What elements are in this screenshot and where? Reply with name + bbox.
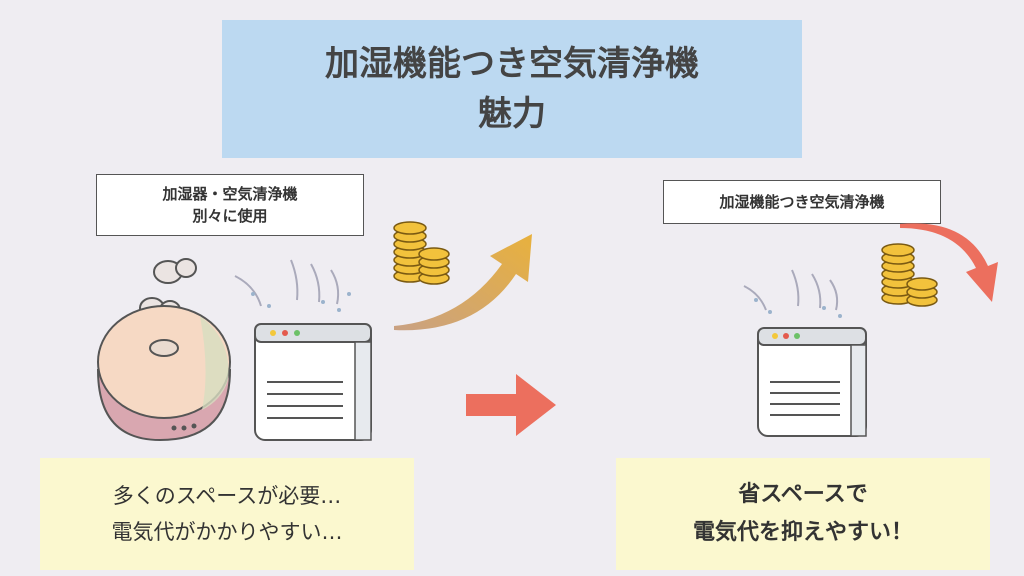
right-note-line-2: 電気代を抑えやすい！	[692, 520, 913, 545]
right-note-line-1: 省スペースで	[738, 482, 868, 507]
left-note-line-1: 多くのスペースが必要…	[112, 484, 342, 508]
right-arrow-icon	[466, 374, 556, 436]
left-label-line-1: 加湿器・空気清浄機	[162, 185, 298, 203]
left-note-line-2: 電気代がかかりやすい…	[111, 520, 343, 544]
humidifier-icon	[96, 258, 232, 442]
right-label-text: 加湿機能つき空気清浄機	[719, 193, 885, 211]
left-label-box: 加湿器・空気清浄機 別々に使用	[96, 174, 364, 236]
title-banner: 加湿機能つき空気清浄機 魅力	[222, 20, 802, 158]
right-note-box: 省スペースで 電気代を抑えやすい！	[616, 458, 990, 570]
right-label-box: 加湿機能つき空気清浄機	[663, 180, 941, 224]
title-line-1: 加湿機能つき空気清浄機	[325, 44, 699, 84]
air-purifier-icon	[234, 259, 372, 441]
coin-stack-icon	[393, 221, 450, 285]
rising-cost-arrow-icon	[394, 234, 532, 331]
air-purifier-icon-right	[743, 269, 867, 437]
left-label-line-2: 別々に使用	[192, 207, 268, 225]
title-line-2: 魅力	[478, 94, 546, 134]
coin-stack-icon-right	[881, 243, 938, 307]
left-note-box: 多くのスペースが必要… 電気代がかかりやすい…	[40, 458, 414, 570]
falling-cost-arrow-icon	[900, 223, 998, 302]
